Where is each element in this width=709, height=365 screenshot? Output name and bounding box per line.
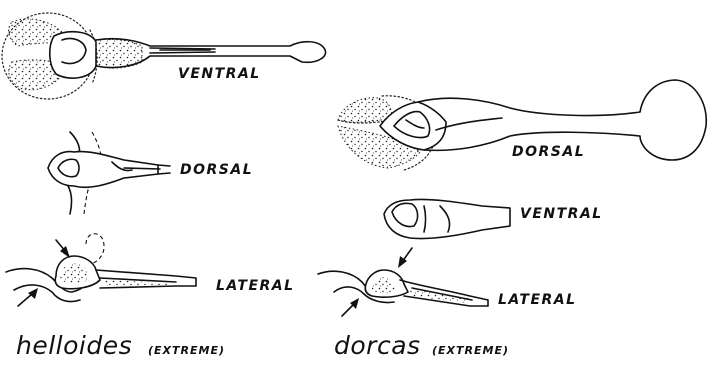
helloides-lateral-drawing (6, 234, 196, 306)
helloides-dorsal-label: DORSAL (180, 162, 253, 178)
helloides-ventral-label: VENTRAL (178, 66, 261, 82)
helloides-ventral-drawing (2, 13, 326, 99)
helloides-lateral-label: LATERAL (216, 278, 295, 294)
helloides-qualifier: (EXTREME) (148, 344, 225, 357)
dorcas-ventral-label: VENTRAL (520, 206, 603, 222)
species-name-dorcas: dorcas (334, 331, 421, 360)
dorcas-lateral-label: LATERAL (498, 292, 577, 308)
dorcas-lateral-drawing (318, 248, 488, 316)
dorcas-qualifier: (EXTREME) (432, 344, 509, 357)
helloides-dorsal-drawing (48, 132, 170, 214)
species-name-helloides: helloides (16, 331, 132, 360)
dorcas-ventral-drawing (384, 199, 510, 238)
dorcas-dorsal-label: DORSAL (512, 144, 585, 160)
